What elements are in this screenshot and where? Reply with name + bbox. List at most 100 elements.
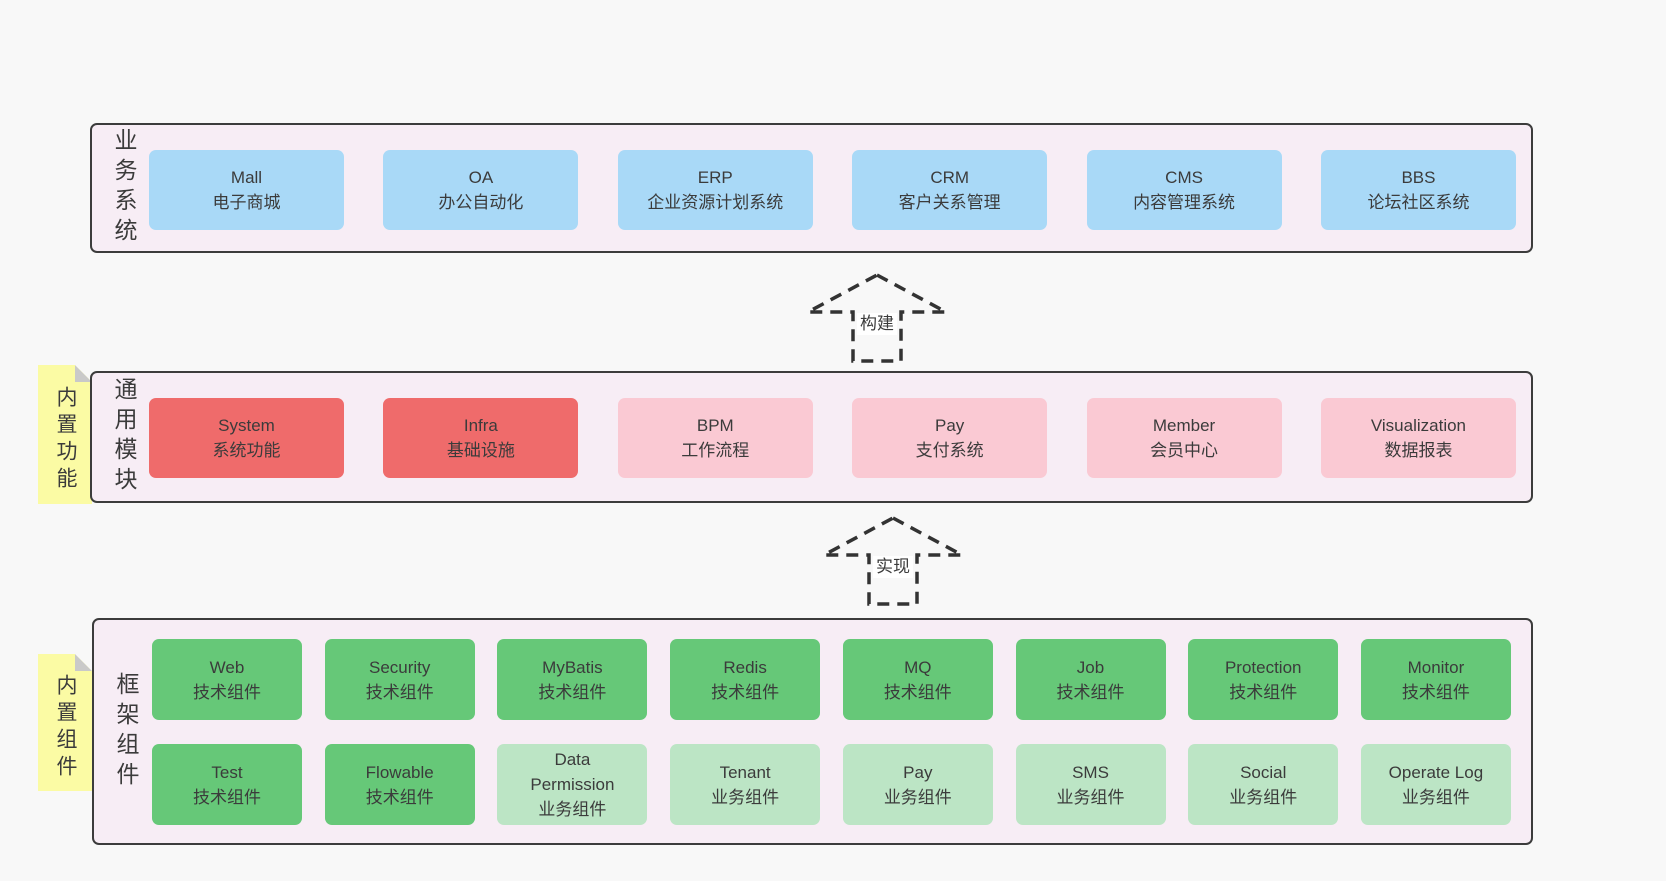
- box-pay: Pay 支付系统: [852, 398, 1048, 478]
- box-title: Pay: [903, 762, 933, 782]
- box-title: Web: [209, 657, 245, 677]
- box-bpm: BPM 工作流程: [617, 398, 813, 478]
- framework-row-2: Test 技术组件 Flowable 技术组件 Data Permission …: [152, 744, 1511, 825]
- box-title: CRM: [930, 168, 970, 187]
- box-subtitle: 办公自动化: [438, 193, 524, 212]
- box-title: System: [218, 416, 275, 435]
- box-subtitle: 技术组件: [193, 682, 261, 702]
- box-subtitle: 技术组件: [365, 682, 434, 702]
- box-subtitle: 工作流程: [681, 441, 750, 460]
- box-title: ERP: [697, 168, 733, 187]
- box-tenant: Tenant 业务组件: [670, 744, 821, 825]
- box-monitor: Monitor 技术组件: [1360, 639, 1511, 720]
- box-subtitle: 论坛社区系统: [1367, 193, 1470, 212]
- box-mq: MQ 技术组件: [842, 639, 993, 720]
- box-title: BBS: [1401, 168, 1436, 187]
- box-title: Operate Log: [1388, 762, 1484, 782]
- box-subtitle: 数据报表: [1384, 441, 1453, 460]
- arrow-label: 构建: [857, 313, 897, 335]
- box-operate-log: Operate Log 业务组件: [1360, 744, 1511, 825]
- box-subtitle: 技术组件: [883, 682, 952, 702]
- box-subtitle: 系统功能: [212, 441, 281, 460]
- box-title: SMS: [1072, 762, 1109, 782]
- arrow-build-up: 构建: [805, 272, 949, 364]
- box-title: Tenant: [719, 762, 771, 782]
- arrow-label: 实现: [873, 556, 913, 578]
- box-subtitle: 客户关系管理: [898, 193, 1001, 212]
- box-subtitle: 业务组件: [711, 787, 780, 807]
- box-subtitle: 技术组件: [365, 787, 434, 807]
- dashed-up-arrow-icon: [807, 273, 947, 363]
- box-title: BPM: [696, 416, 734, 435]
- box-subtitle: 技术组件: [538, 682, 607, 702]
- box-subtitle: 技术组件: [1229, 682, 1298, 702]
- box-title: Member: [1152, 416, 1216, 435]
- box-subtitle: 业务组件: [1229, 787, 1298, 807]
- box-title: Job: [1076, 657, 1105, 677]
- section-common-modules: 通用模块 System 系统功能 Infra 基础设施 BPM 工作流程 Pay…: [90, 371, 1533, 503]
- box-subtitle: 支付系统: [915, 441, 984, 460]
- framework-box-rows: Web 技术组件 Security 技术组件 MyBatis 技术组件 Redi…: [152, 639, 1511, 825]
- box-subtitle: 内容管理系统: [1133, 193, 1236, 212]
- box-subtitle: 业务组件: [538, 800, 607, 819]
- box-title: MQ: [904, 657, 932, 677]
- box-erp: ERP 企业资源计划系统: [617, 150, 813, 230]
- section-label: 框架组件: [113, 671, 139, 792]
- box-infra: Infra 基础设施: [383, 398, 579, 478]
- box-crm: CRM 客户关系管理: [852, 150, 1048, 230]
- box-title: CMS: [1165, 168, 1203, 187]
- box-subtitle: 技术组件: [193, 787, 261, 807]
- box-title: OA: [468, 168, 494, 187]
- box-subtitle: 会员中心: [1150, 441, 1219, 460]
- box-cms: CMS 内容管理系统: [1086, 150, 1282, 230]
- sticky-tag-built-in-components: 内置组件: [38, 654, 92, 791]
- box-title: Redis: [723, 657, 767, 677]
- business-box-row: Mall 电子商城 OA 办公自动化 ERP 企业资源计划系统 CRM 客户关系…: [149, 150, 1516, 230]
- box-title: Visualization: [1370, 416, 1467, 435]
- box-title: Infra: [463, 416, 498, 435]
- box-title: Pay: [935, 416, 965, 435]
- box-redis: Redis 技术组件: [670, 639, 821, 720]
- box-web: Web 技术组件: [152, 639, 302, 720]
- tag-label: 内置功能: [54, 386, 77, 495]
- section-label: 业务系统: [111, 128, 137, 248]
- box-title: Social: [1240, 762, 1287, 782]
- box-title: Protection: [1224, 657, 1302, 677]
- box-subtitle: 技术组件: [1056, 682, 1125, 702]
- box-subtitle: 业务组件: [1401, 787, 1470, 807]
- box-oa: OA 办公自动化: [383, 150, 579, 230]
- box-pay-component: Pay 业务组件: [842, 744, 993, 825]
- box-test: Test 技术组件: [152, 744, 302, 825]
- section-label: 通用模块: [111, 377, 137, 497]
- box-title: Security: [368, 657, 431, 677]
- modules-box-row: System 系统功能 Infra 基础设施 BPM 工作流程 Pay 支付系统…: [149, 398, 1516, 478]
- box-subtitle: 业务组件: [883, 787, 952, 807]
- box-title: Test: [211, 762, 243, 782]
- box-subtitle: 电子商城: [212, 193, 281, 212]
- box-title: Monitor: [1407, 657, 1465, 677]
- box-mybatis: MyBatis 技术组件: [497, 639, 648, 720]
- framework-row-1: Web 技术组件 Security 技术组件 MyBatis 技术组件 Redi…: [152, 639, 1511, 720]
- box-subtitle: 企业资源计划系统: [647, 193, 784, 212]
- sticky-tag-built-in-features: 内置功能: [38, 365, 92, 504]
- box-mall: Mall 电子商城: [149, 150, 344, 230]
- arrow-implement-up: 实现: [821, 515, 965, 607]
- box-system: System 系统功能: [149, 398, 344, 478]
- section-business-systems: 业务系统 Mall 电子商城 OA 办公自动化 ERP 企业资源计划系统 CRM…: [90, 123, 1533, 253]
- box-flowable: Flowable 技术组件: [324, 744, 475, 825]
- box-title: Flowable: [365, 762, 434, 782]
- box-visualization: Visualization 数据报表: [1320, 398, 1516, 478]
- section-framework-components: 框架组件 Web 技术组件 Security 技术组件 MyBatis 技术组件…: [92, 618, 1533, 845]
- tag-label: 内置组件: [54, 673, 77, 782]
- box-security: Security 技术组件: [324, 639, 475, 720]
- box-sms: SMS 业务组件: [1015, 744, 1166, 825]
- box-member: Member 会员中心: [1086, 398, 1282, 478]
- box-job: Job 技术组件: [1015, 639, 1166, 720]
- box-protection: Protection 技术组件: [1188, 639, 1339, 720]
- box-title: Mall: [230, 168, 263, 187]
- folded-corner-icon: [75, 654, 92, 671]
- box-social: Social 业务组件: [1188, 744, 1339, 825]
- box-subtitle: 基础设施: [446, 441, 515, 460]
- box-subtitle: 技术组件: [711, 682, 780, 702]
- box-title: MyBatis: [542, 657, 603, 677]
